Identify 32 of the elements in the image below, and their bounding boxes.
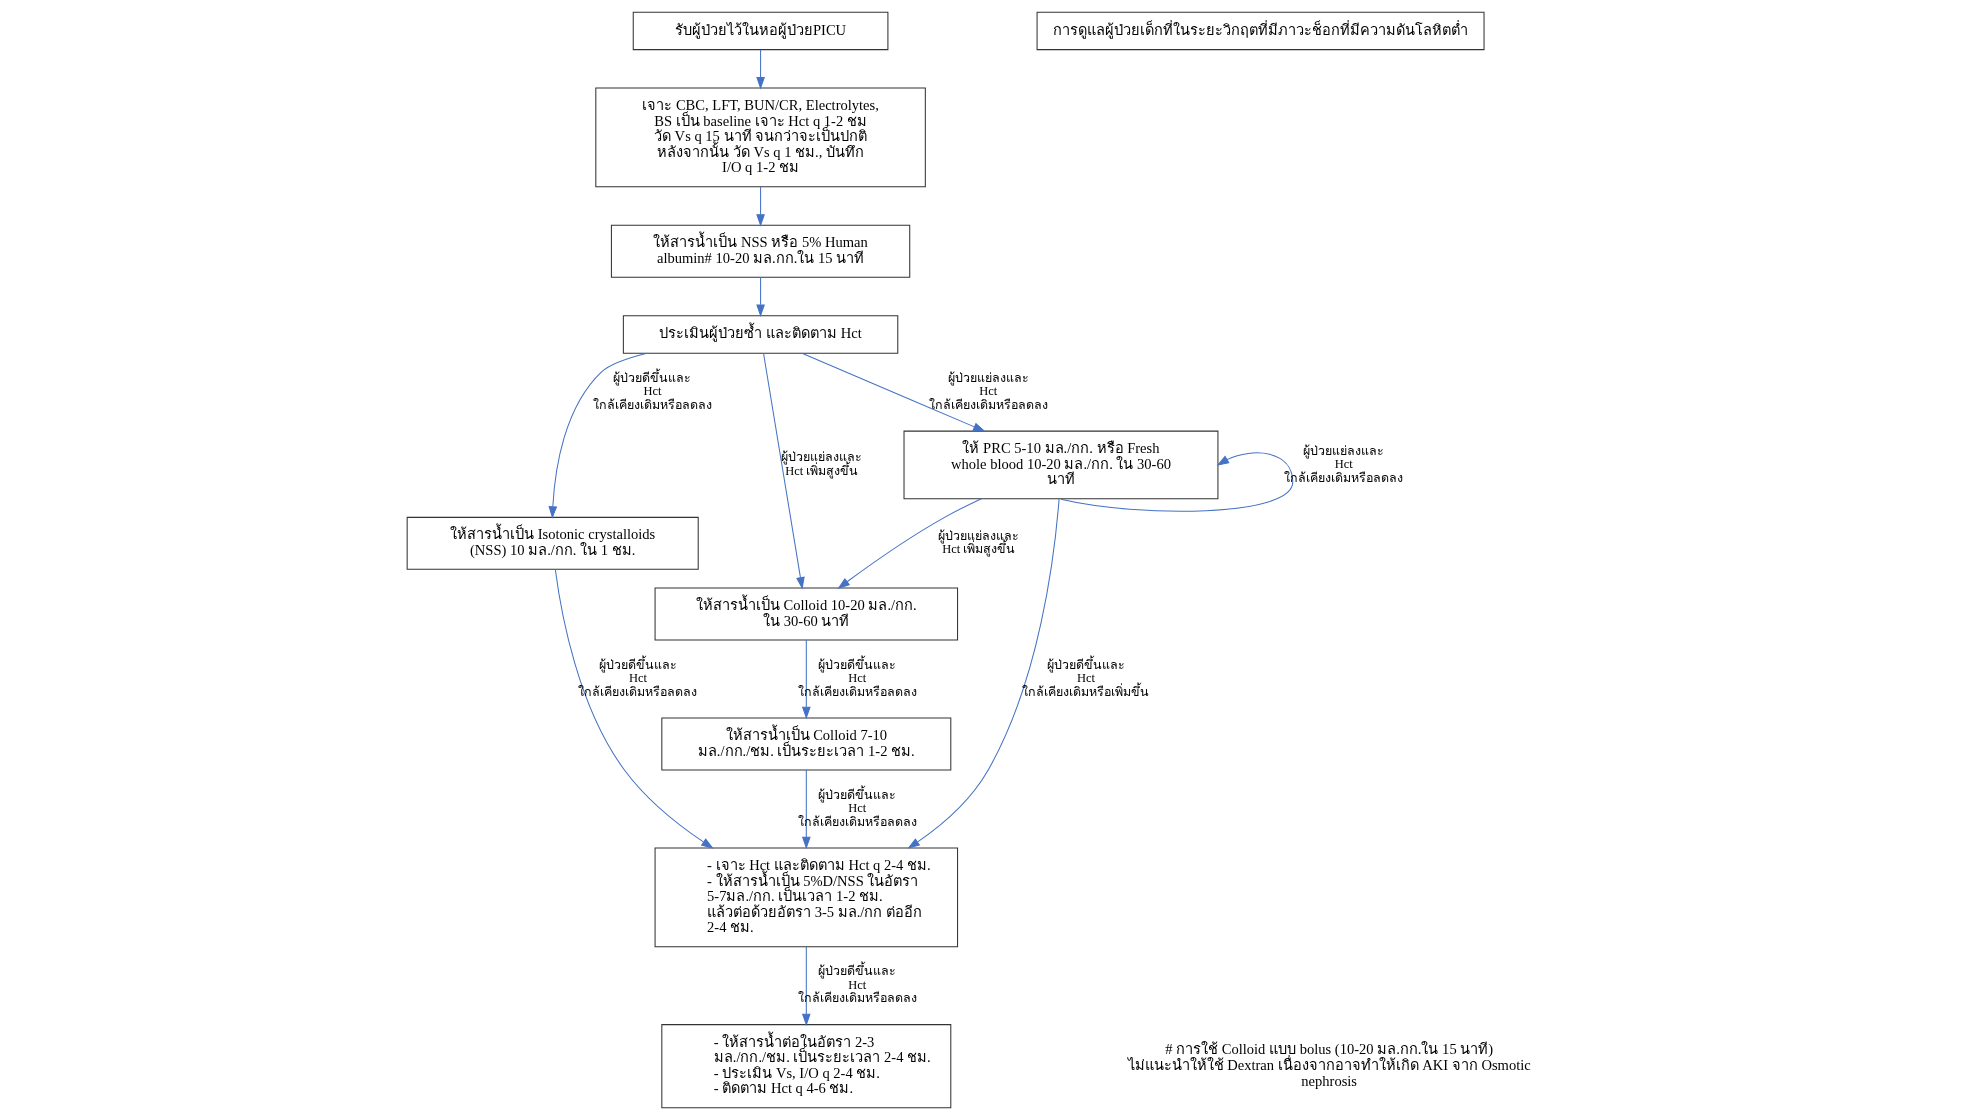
arrow (755, 186, 765, 227)
edge-label: ผู้ป่วยแย่ลงและ Hct เพิ่มสูงขึ้น (780, 450, 862, 478)
arrow (801, 946, 811, 1027)
arrow (801, 639, 811, 720)
node-box: ให้สารน้ำเป็น Colloid 7-10 มล./กก./ชม. เป็นระยะเวลา 1-2 ชม. (660, 717, 951, 771)
arrow (1059, 452, 1293, 512)
node-box: - ให้สารน้ำต่อในอัตรา 2-3 มล./กก./ชม. เป็นระยะเวลา 2-4 ชม. - ประเมิน Vs, I/O q 2-4 ชม. - ติดตาม Hct q 4-6 ชม. (660, 1024, 951, 1109)
arrow (547, 352, 647, 519)
edge-label: ผู้ป่วยดีขึ้นและ Hct ใกล้เคียงเดิมหรือลดลง (592, 370, 712, 412)
arrow (801, 352, 985, 432)
arrow (755, 277, 765, 317)
edge-label: ผู้ป่วยแย่ลงและ Hct ใกล้เคียงเดิมหรือลดลง (1283, 443, 1403, 485)
node-box: การดูแลผู้ป่วยเด็กที่ในระยะวิกฤตที่มีภาวะช็อกที่มีความดันโลหิตต่ำ (1036, 11, 1485, 51)
node-box: เจาะ CBC, LFT, BUN/CR, Electrolytes, BS เป็น baseline เจาะ Hct q 1-2 ชม วัด Vs q 15 นาที จนกว่าจะเป็นปกติ หลังจากนั้น วัด Vs q 1 ชม., บันทึก I/O q 1-2 ชม (594, 87, 926, 188)
arrow (801, 769, 811, 850)
arrow (755, 49, 765, 90)
edge-label: ผู้ป่วยแย่ลงและ Hct ใกล้เคียงเดิมหรือลดลง (928, 370, 1048, 412)
node-box: ให้ PRC 5-10 มล./กก. หรือ Fresh whole blood 10-20 มล./กก. ใน 30-60 นาที (903, 430, 1218, 500)
node-box: ให้สารน้ำเป็น Colloid 10-20 มล./กก. ใน 30-60 นาที (654, 587, 958, 641)
node-box: รับผู้ป่วยไว้ในหอผู้ป่วยPICU (632, 11, 888, 51)
node-box: ให้สารน้ำเป็น NSS หรือ 5% Human albumin# 10-20 มล.กก.ใน 15 นาที (610, 224, 910, 278)
edge-label: ผู้ป่วยดีขึ้นและ Hct ใกล้เคียงเดิมหรือเพิ่มขึ้น (1021, 657, 1149, 699)
arrow (906, 498, 1060, 849)
arrow (836, 498, 982, 589)
arrow (554, 568, 714, 849)
node-box: ประเมินผู้ป่วยซ้ำ และติดตาม Hct (622, 315, 898, 354)
node-box: - เจาะ Hct และติดตาม Hct q 2-4 ชม. - ให้สารน้ำเป็น 5%D/NSS ในอัตรา 5-7มล./กก. เป็นเวลา 1-2 ชม. แล้วต่อด้วยอัตรา 3-5 มล./กก ต่ออีก 2-4 ชม. (654, 847, 958, 948)
edge-label: ผู้ป่วยแย่ลงและ Hct เพิ่มสูงขึ้น (937, 528, 1019, 557)
edge-label: ผู้ป่วยดีขึ้นและ Hct ใกล้เคียงเดิมหรือลดลง (577, 657, 697, 699)
arrow (762, 352, 805, 590)
node-box: ให้สารน้ำเป็น Isotonic crystalloids (NSS) 10 มล./กก. ใน 1 ชม. (406, 516, 699, 570)
label: # การใช้ Colloid แบบ bolus (10-20 มล.กก.ใน 15 นาที) ไม่แนะนำให้ใช้ Dextran เนื่องจากอาจทำให้เกิด AKI จาก Osmotic nephrosis (1127, 1041, 1531, 1089)
